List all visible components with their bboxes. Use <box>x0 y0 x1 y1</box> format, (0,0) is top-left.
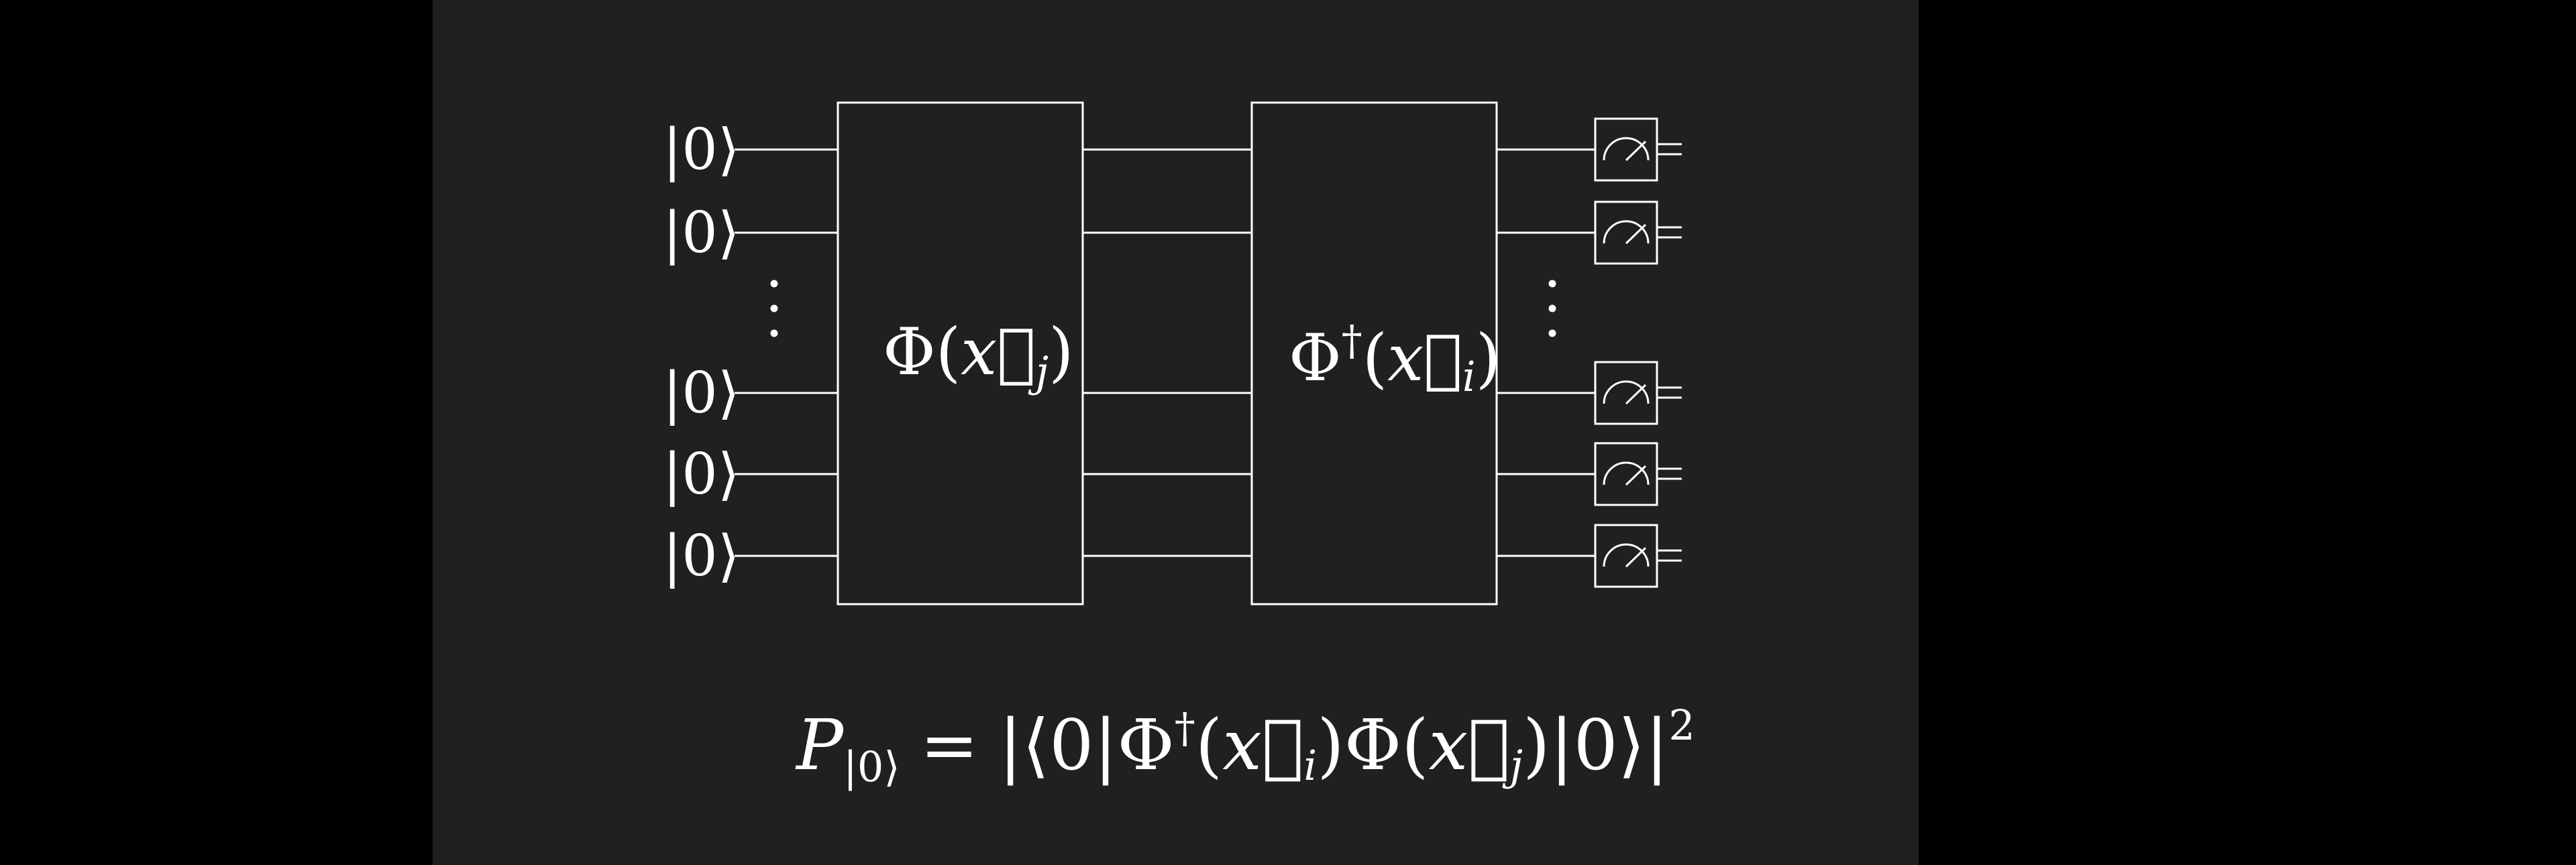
inverse-encoding-gate-label: Φ†(x⃗i) <box>1289 316 1501 401</box>
formula-ket: |0⟩ <box>1550 704 1646 786</box>
gate-open-paren: ( <box>1362 321 1387 396</box>
formula-arg-i-index: i <box>1303 741 1317 790</box>
meter-box <box>1594 442 1658 506</box>
meter-box <box>1594 117 1658 182</box>
ellipsis-dot <box>770 329 778 337</box>
input-ellipsis-icon <box>770 280 778 337</box>
formula-abs-close: | <box>1645 704 1668 786</box>
formula-arg-i-open: ( <box>1195 704 1223 786</box>
ellipsis-dot <box>770 304 778 312</box>
formula-arg-i-close: ) <box>1317 704 1344 786</box>
gate-symbol: Φ <box>1289 321 1342 396</box>
measurement-meter <box>1594 117 1682 182</box>
gate-vector: x⃗ <box>961 314 1036 390</box>
formula-arg-j-close: ) <box>1523 704 1550 786</box>
meter-needle-icon <box>1625 384 1647 405</box>
qubit-label-1: |0⟩ <box>663 117 740 182</box>
formula-bra: ⟨0| <box>1022 704 1118 786</box>
meter-box <box>1594 361 1658 425</box>
meter-icon <box>1603 461 1650 485</box>
formula-arg-i-vector: x⃗ <box>1222 704 1303 786</box>
measurement-meter <box>1594 442 1682 506</box>
gate-open-paren: ( <box>936 314 961 390</box>
middle-wires <box>1083 148 1252 557</box>
formula-power: 2 <box>1668 701 1695 750</box>
gate-dagger: † <box>1342 316 1362 365</box>
meter-needle-icon <box>1625 546 1647 568</box>
qubit-label-3: |0⟩ <box>663 360 740 426</box>
gate-symbol: Φ <box>883 314 936 390</box>
gate-close-paren: ) <box>1049 314 1073 390</box>
kernel-formula: P|0⟩=|⟨0|Φ†(x⃗i)Φ(x⃗j)|0⟩|2 <box>795 701 1695 791</box>
meter-icon <box>1603 220 1650 244</box>
ellipsis-dot <box>1548 280 1556 288</box>
output-wires <box>1497 148 1595 557</box>
meter-icon <box>1603 380 1650 404</box>
ellipsis-dot <box>1548 304 1556 312</box>
formula-phi-dagger: Φ <box>1117 704 1174 786</box>
ellipsis-dot <box>770 280 778 288</box>
inverse-encoding-gate-box <box>1250 101 1498 606</box>
encoding-gate-box <box>837 101 1084 606</box>
qubit-label-2: |0⟩ <box>663 200 740 266</box>
encoding-gate-label: Φ(x⃗j) <box>883 314 1074 396</box>
qubit-labels: |0⟩ |0⟩ |0⟩ |0⟩ |0⟩ <box>663 117 740 589</box>
meter-icon <box>1603 543 1650 567</box>
meter-needle-icon <box>1625 223 1647 245</box>
gate-vector: x⃗ <box>1387 321 1462 396</box>
formula-equals: = <box>920 704 979 786</box>
formula-arg-j-open: ( <box>1401 704 1429 786</box>
gate-close-paren: ) <box>1476 321 1501 396</box>
measurement-meter <box>1594 200 1682 265</box>
output-ellipsis-icon <box>1548 280 1556 337</box>
qubit-label-4: |0⟩ <box>663 441 740 507</box>
formula-abs-open: | <box>999 704 1022 786</box>
measurement-meter <box>1594 524 1682 588</box>
input-wires <box>735 148 838 557</box>
qubit-label-5: |0⟩ <box>663 523 740 589</box>
formula-phi: Φ <box>1344 704 1401 786</box>
formula-arg-j-vector: x⃗ <box>1429 704 1510 786</box>
formula-dagger: † <box>1175 703 1195 752</box>
gate-index: i <box>1462 352 1476 401</box>
meter-box <box>1594 200 1658 265</box>
measurement-meters <box>1594 117 1682 588</box>
formula-probability-subscript: |0⟩ <box>843 742 900 791</box>
measurement-meter <box>1594 361 1682 425</box>
meter-needle-icon <box>1625 140 1647 162</box>
meter-icon <box>1603 137 1650 161</box>
ellipsis-dot <box>1548 329 1556 337</box>
meter-needle-icon <box>1625 465 1647 486</box>
meter-box <box>1594 524 1658 588</box>
formula-probability-symbol: P <box>795 704 845 786</box>
